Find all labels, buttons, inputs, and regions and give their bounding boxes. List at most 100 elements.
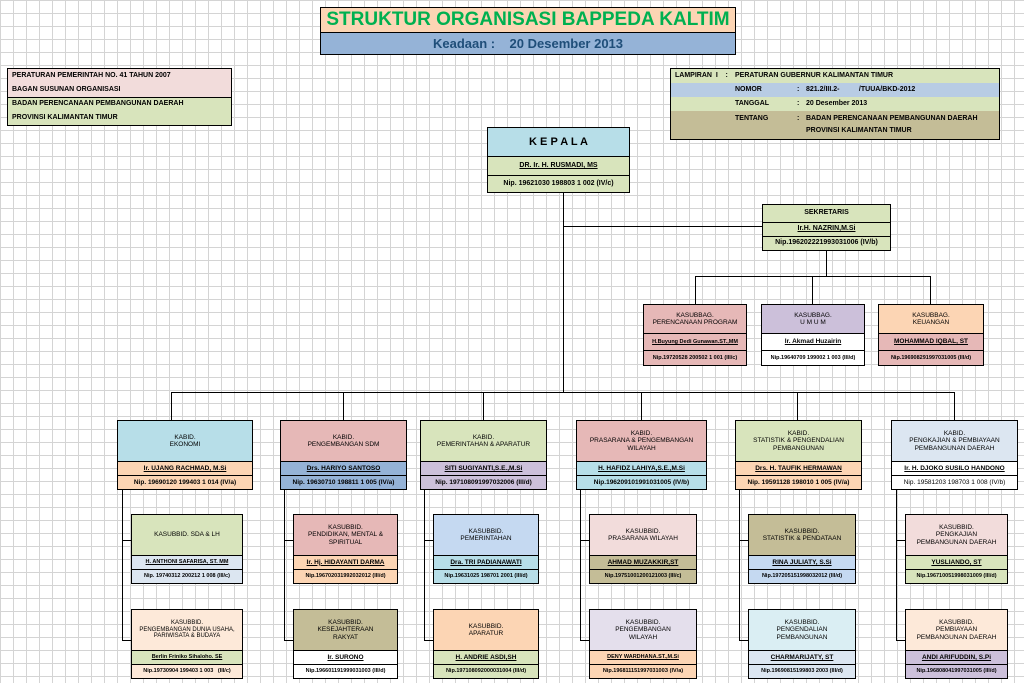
kepala-box: K E P A L A DR. Ir. H. RUSMADI, MS Nip. … [487,127,630,193]
kasubbid-title: KASUBBID. PENGEMBANGAN WILAYAH [590,610,696,650]
kabid-line1: KABID. [174,433,196,441]
legal-left-line2: BAGAN SUSUNAN ORGANISASI [8,83,231,97]
kabid-name: H. HAFIDZ LAHIYA,S.E.,M.Si [577,461,706,475]
kasubbid-nip: Nip. 19740312 200212 1 008 (III/c) [132,569,242,583]
lampiran-row: LAMPIRAN I : PERATURAN GUBERNUR KALIMANT… [671,69,999,83]
nomor-colon: : [797,86,800,93]
kasubbid-pendidikan-box: KASUBBID. PENDIDIKAN, MENTAL & SPIRITUAL… [293,514,398,584]
kasubbid-line1: KASUBBID. [328,523,363,531]
kasubbid-pengkajian-box: KASUBBID. PENGKAJIAN PEMBANGUNAN DAERAH … [905,514,1008,584]
kasubbid-nip: Nip.196808041997031005 (III/d) [906,664,1007,678]
kasubbid-line2: APARATUR [468,630,504,637]
kasubbag-name: H.Buyung Dedi Gunawan.ST.,MM [644,333,746,350]
kasubbid-nip: Nip.19730904 199403 1 003 (III/c) [132,664,242,678]
kabid-line1: KABID. [472,433,495,441]
kasubbid-name: Dra. TRI PADIANAWATI [434,555,538,569]
nomor-label: NOMOR [735,86,762,93]
kabid-line1: KABID. [630,429,653,437]
kasubbid-line2: PEMERINTAHAN [460,535,512,542]
tanggal-label: TANGGAL [735,100,770,107]
sekretaris-nip: Nip.196202221993031006 (IV/b) [763,236,890,250]
kasubbag-nip: Nip.19720528 200502 1 001 (III/c) [644,350,746,365]
kasubbid-nip: Nip.19681115199703100З (IV/a) [590,664,696,678]
kasubbid-line1: KASUBBID. [939,523,974,531]
legal-left-line1: PERATURAN PEMERINTAH NO. 41 TAHUN 2007 [8,69,231,83]
kasubbid-name: Ir. SURONO [294,650,397,664]
kasubbid-line1: KASUBBID. [468,527,504,535]
kabid-nip: Nip. 19581203 198703 1 008 (IV/b) [892,475,1017,489]
kabid-line2: STATISTIK & PENGENDALIAN [753,437,844,445]
tanggal-colon: : [797,100,800,107]
sekretaris-box: SEKRETARIS Ir.H. NAZRIN,M.Si Nip.1962022… [762,204,891,251]
kasubbid-aparatur-box: KASUBBID. APARATUR H. ANDRIE ASDI,SH Nip… [433,609,539,679]
kasubbid-line1: KASUBBID. [468,622,504,630]
kabid-statistik-box: KABID. STATISTIK & PENGENDALIAN PEMBANGU… [735,420,862,490]
kasubbid-pengembangan-wilayah-box: KASUBBID. PENGEMBANGAN WILAYAH DENY WARD… [589,609,697,679]
kasubbid-line1: KASUBBID. [784,527,820,535]
kabid-prasarana-box: KABID. PRASARANA & PENGEMBANGAN WILAYAH … [576,420,707,490]
kasubbid-name: H. ANTHONI SAFARISA, ST. MM [132,555,242,569]
kasubbid-line2: PENDIDIKAN, MENTAL & [307,531,384,539]
kabid-title: KABID. PENGKAJIAN & PEMBIAYAAN PEMBANGUN… [892,421,1017,461]
kasubbid-name: Ir. Hj. HIDAYANTI DARMA [294,555,397,569]
kabid-ekonomi-box: KABID. EKONOMI Ir. UJANG RACHMAD, M.Si N… [117,420,253,490]
kasubbid-title: KASUBBID. PENGKAJIAN PEMBANGUNAN DAERAH [906,515,1007,555]
kepala-name: DR. Ir. H. RUSMADI, MS [488,156,629,175]
kasubbid-title: KASUBBID. PENGEMBANGAN DUNIA USAHA, PARI… [132,610,242,650]
kasubbid-nip: Nip.197205151998032012 (III/d) [749,569,855,583]
nomor-row: NOMOR : 821.2/III.2- /TUUA/BKD-2012 [671,83,999,97]
kasubbid-line3: RAKYAT [332,633,359,641]
kasubbid-title: KASUBBID. PENGENDALIAN PEMBANGUNAN [749,610,855,650]
kasubbid-title: KASUBBID. KESEJAHTERAAN RAKYAT [294,610,397,650]
kasubbag-name: MOHAMMAD IQBAL, ST [879,333,983,350]
kabid-pengkajian-box: KABID. PENGKAJIAN & PEMBIAYAAN PEMBANGUN… [891,420,1018,490]
legal-right-block: LAMPIRAN I : PERATURAN GUBERNUR KALIMANT… [670,68,1000,140]
kasubbid-name: CHARMARIJATY, ST [749,650,855,664]
kasubbid-nip: Nip.19631025 198701 2001 (III/d) [434,569,538,583]
tanggal-row: TANGGAL : 20 Desember 2013 [671,97,999,111]
kabid-title: KABID. STATISTIK & PENGENDALIAN PEMBANGU… [736,421,861,461]
tentang-label: TENTANG [735,115,769,122]
kasubbid-name: H. ANDRIE ASDI,SH [434,650,538,664]
kabid-line1: KABID. [332,433,355,441]
kasubbid-line1: KASUBBID. [939,618,974,626]
kasubbid-name: AHMAD MUZAKKIR,ST [590,555,696,569]
kabid-title: KABID. PEMERINTAHAN & APARATUR [421,421,546,461]
kabid-line2: PENGEMBANGAN SDM [307,441,380,448]
keadaan-date: Keadaan : 20 Desember 2013 [320,33,736,55]
kasubbid-prasarana-wilayah-box: KASUBBID. PRASARANA WILAYAH AHMAD MUZAKK… [589,514,697,584]
kasubbid-line3: WILAYAH [628,633,658,641]
kabid-line2: PRASARANA & PENGEMBANGAN [589,437,694,445]
lampiran-value: PERATURAN GUBERNUR KALIMANTAN TIMUR [735,72,894,79]
kasubbag-nip: Nip.196908291997031005 (III/d) [879,350,983,365]
kasubbag-line2: PERENCANAAN PROGRAM [652,319,738,326]
kasubbid-line1: KASUBBID. [625,527,661,535]
kasubbid-line1: KASUBBID. [170,619,203,626]
legal-left-line4: PROVINSI KALIMANTAN TIMUR [8,111,231,125]
kasubbid-title: KASUBBID. PENDIDIKAN, MENTAL & SPIRITUAL [294,515,397,555]
kasubbid-title: KASUBBID. STATISTIK & PENDATAAN [749,515,855,555]
kasubbid-nip: Nip.196710051998031009 (III/d) [906,569,1007,583]
kasubbid-line2: PENGEMBANGAN DUNIA USAHA, [139,626,235,633]
tanggal-value: 20 Desember 2013 [806,100,868,107]
kabid-line3: WILAYAH [627,444,656,452]
kabid-nip: Nip. 19630710 198811 1 005 (IV/a) [281,475,406,489]
kasubbid-line2: PENGENDALIAN [776,626,828,634]
kasubbid-pengendalian-box: KASUBBID. PENGENDALIAN PEMBANGUNAN CHARM… [748,609,856,679]
kasubbid-title: KASUBBID. PEMBIAYAAN PEMBANGUNAN DAERAH [906,610,1007,650]
page-title: STRUKTUR ORGANISASI BAPPEDA KALTIM [320,7,736,33]
kasubbag-title: KASUBBAG. KEUANGAN [879,305,983,333]
tentang-colon: : [797,115,800,122]
kabid-title: KABID. PRASARANA & PENGEMBANGAN WILAYAH [577,421,706,461]
kasubbag-nip: Nip.19640709 199002 1 003 (III/d) [762,350,864,365]
sekretaris-name: Ir.H. NAZRIN,M.Si [763,222,890,236]
kasubbid-title: KASUBBID. PEMERINTAHAN [434,515,538,555]
kasubbid-statistik-box: KASUBBID. STATISTIK & PENDATAAN RINA JUL… [748,514,856,584]
kabid-title: KABID. EKONOMI [118,421,252,461]
kasubbag-keuangan-box: KASUBBAG. KEUANGAN MOHAMMAD IQBAL, ST Ni… [878,304,984,366]
kabid-sdm-box: KABID. PENGEMBANGAN SDM Drs. HARIYO SANT… [280,420,407,490]
kasubbid-line3: SPIRITUAL [328,538,363,546]
kabid-pemerintahan-box: KABID. PEMERINTAHAN & APARATUR SITI SUGI… [420,420,547,490]
kabid-name: Drs. H. TAUFIK HERMAWAN [736,461,861,475]
kasubbid-line3: PARIWISATA & BUDAYA [153,633,221,640]
